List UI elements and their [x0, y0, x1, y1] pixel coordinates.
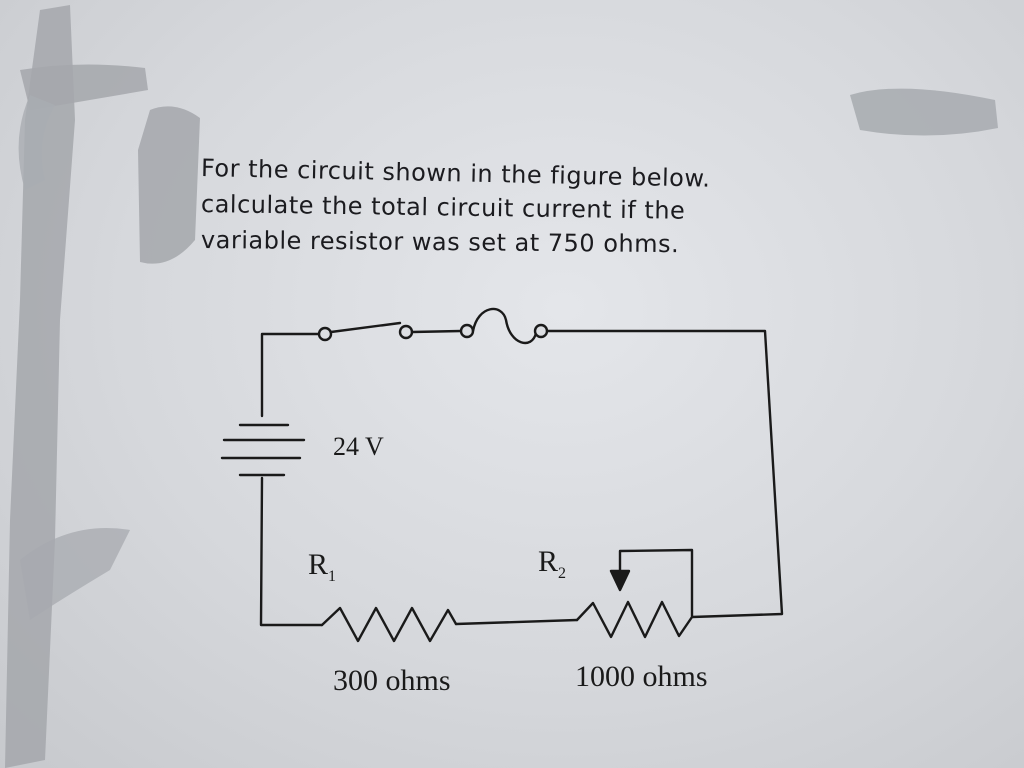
r1-subscript: 1 — [328, 568, 337, 585]
r2-value-label: 1000 ohms — [575, 660, 708, 693]
battery-icon — [220, 423, 306, 477]
wire-top-right — [545, 329, 784, 619]
r1-value-label: 300 ohms — [333, 664, 451, 697]
battery-voltage-label: 24 V — [333, 432, 384, 461]
variable-resistor-icon — [575, 548, 694, 639]
smudge-left-vertical — [5, 5, 75, 768]
wire-switch-fuse — [410, 329, 463, 334]
fuse-icon — [459, 307, 549, 345]
smudge-top-left-stroke — [20, 64, 148, 110]
r1-label: R1 — [308, 548, 336, 586]
r1-symbol: R — [308, 548, 329, 581]
smudge-top-right — [850, 88, 998, 136]
switch-icon — [317, 321, 414, 342]
wire-left-top — [260, 332, 320, 418]
smudge-left-loop — [18, 95, 56, 190]
wire-left-bottom — [259, 476, 324, 627]
smudge-question-mark — [138, 106, 200, 264]
wire-r1-r2 — [454, 618, 579, 626]
r2-symbol: R — [538, 545, 559, 578]
r2-label: R2 — [538, 545, 566, 583]
resistor-icon — [320, 606, 458, 643]
smudge-lower-left — [20, 528, 130, 620]
r2-subscript: 2 — [558, 565, 567, 582]
